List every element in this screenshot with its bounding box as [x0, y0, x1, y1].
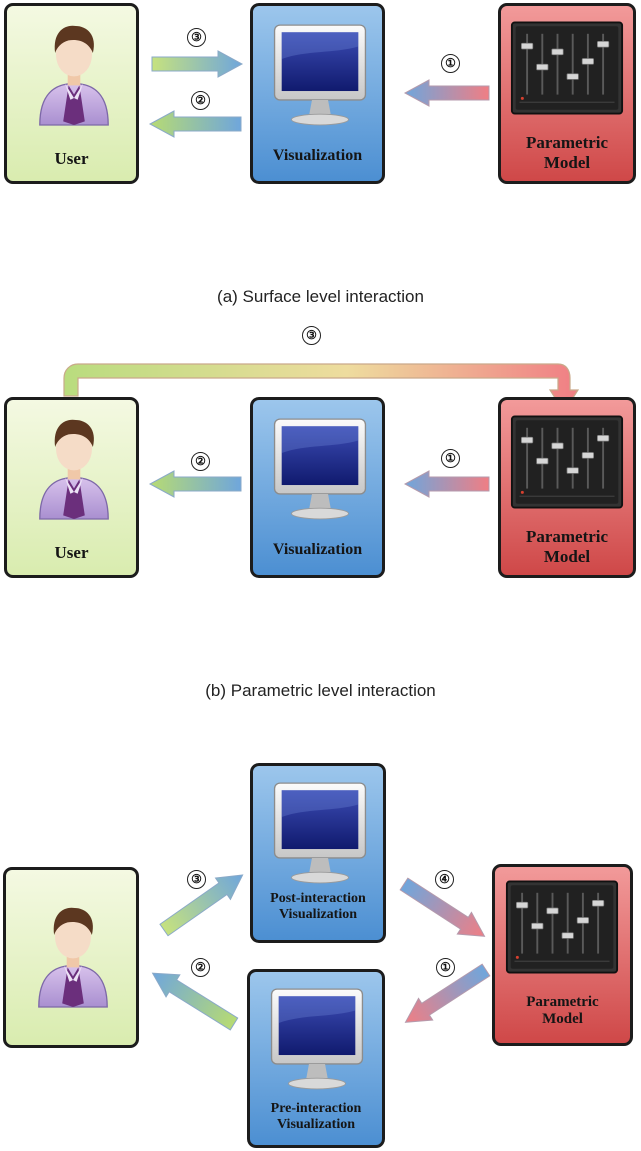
parametric-model-card: Parametric Model — [498, 397, 636, 578]
arrow-post-visualization-to-model — [399, 877, 486, 937]
step-number-3: ③ — [302, 326, 321, 345]
pre-interaction-visualization-label: Pre-interaction Visualization — [270, 1101, 362, 1133]
arrow-pre-visualization-to-user — [151, 972, 239, 1031]
arrow-model-to-visualization — [403, 79, 490, 107]
arrow-visualization-to-user — [148, 470, 242, 498]
user-avatar-icon — [29, 12, 119, 130]
panel-comparison-interaction: Post-interaction Visualization Pre-inter… — [0, 740, 641, 1151]
parametric-model-label: Parametric Model — [525, 527, 609, 566]
parametric-model-card: Parametric Model — [498, 3, 636, 184]
panel-surface-level: User Visualization Parametric Model ③ ② … — [0, 0, 641, 320]
step-number-1: ① — [441, 449, 460, 468]
visualization-label: Visualization — [272, 147, 363, 164]
step-number-3: ③ — [187, 870, 206, 889]
user-card — [3, 867, 139, 1048]
pre-interaction-visualization-card: Pre-interaction Visualization — [247, 969, 385, 1148]
step-number-4: ④ — [435, 870, 454, 889]
arrow-user-to-visualization — [151, 50, 244, 78]
visualization-card: Visualization — [250, 3, 385, 184]
user-card: User — [4, 3, 139, 184]
step-number-2: ② — [191, 958, 210, 977]
arrow-user-to-model — [63, 363, 580, 414]
mixer-control-icon — [505, 879, 619, 975]
step-number-2: ② — [191, 91, 210, 110]
user-label: User — [54, 149, 89, 168]
step-number-3: ③ — [187, 28, 206, 47]
parametric-model-label: Parametric Model — [525, 133, 609, 172]
monitor-icon — [268, 980, 366, 1098]
monitor-icon — [271, 410, 369, 528]
user-card: User — [4, 397, 139, 578]
step-number-2: ② — [191, 452, 210, 471]
visualization-label: Visualization — [272, 541, 363, 558]
user-avatar-icon — [28, 894, 118, 1012]
arrow-user-to-post-visualization — [159, 874, 244, 937]
caption-a: (a) Surface level interaction — [217, 287, 424, 306]
visualization-card: Visualization — [250, 397, 385, 578]
arrow-visualization-to-user — [148, 110, 242, 138]
step-number-1: ① — [436, 958, 455, 977]
user-label: User — [54, 543, 89, 562]
step-number-1: ① — [441, 54, 460, 73]
arrow-model-to-visualization — [403, 470, 490, 498]
post-interaction-visualization-card: Post-interaction Visualization — [250, 763, 386, 943]
user-avatar-icon — [29, 406, 119, 524]
monitor-icon — [271, 774, 369, 892]
caption-b: (b) Parametric level interaction — [205, 681, 436, 700]
post-interaction-visualization-label: Post-interaction Visualization — [270, 891, 366, 923]
panel-parametric-level: ③ User Visualization Parametric Model ② … — [0, 320, 641, 720]
parametric-model-card: Parametric Model — [492, 864, 633, 1046]
arrow-model-to-pre-visualization — [404, 963, 491, 1023]
mixer-control-icon — [510, 414, 624, 510]
mixer-control-icon — [510, 20, 624, 116]
monitor-icon — [271, 16, 369, 134]
parametric-model-label: Parametric Model — [526, 994, 599, 1028]
